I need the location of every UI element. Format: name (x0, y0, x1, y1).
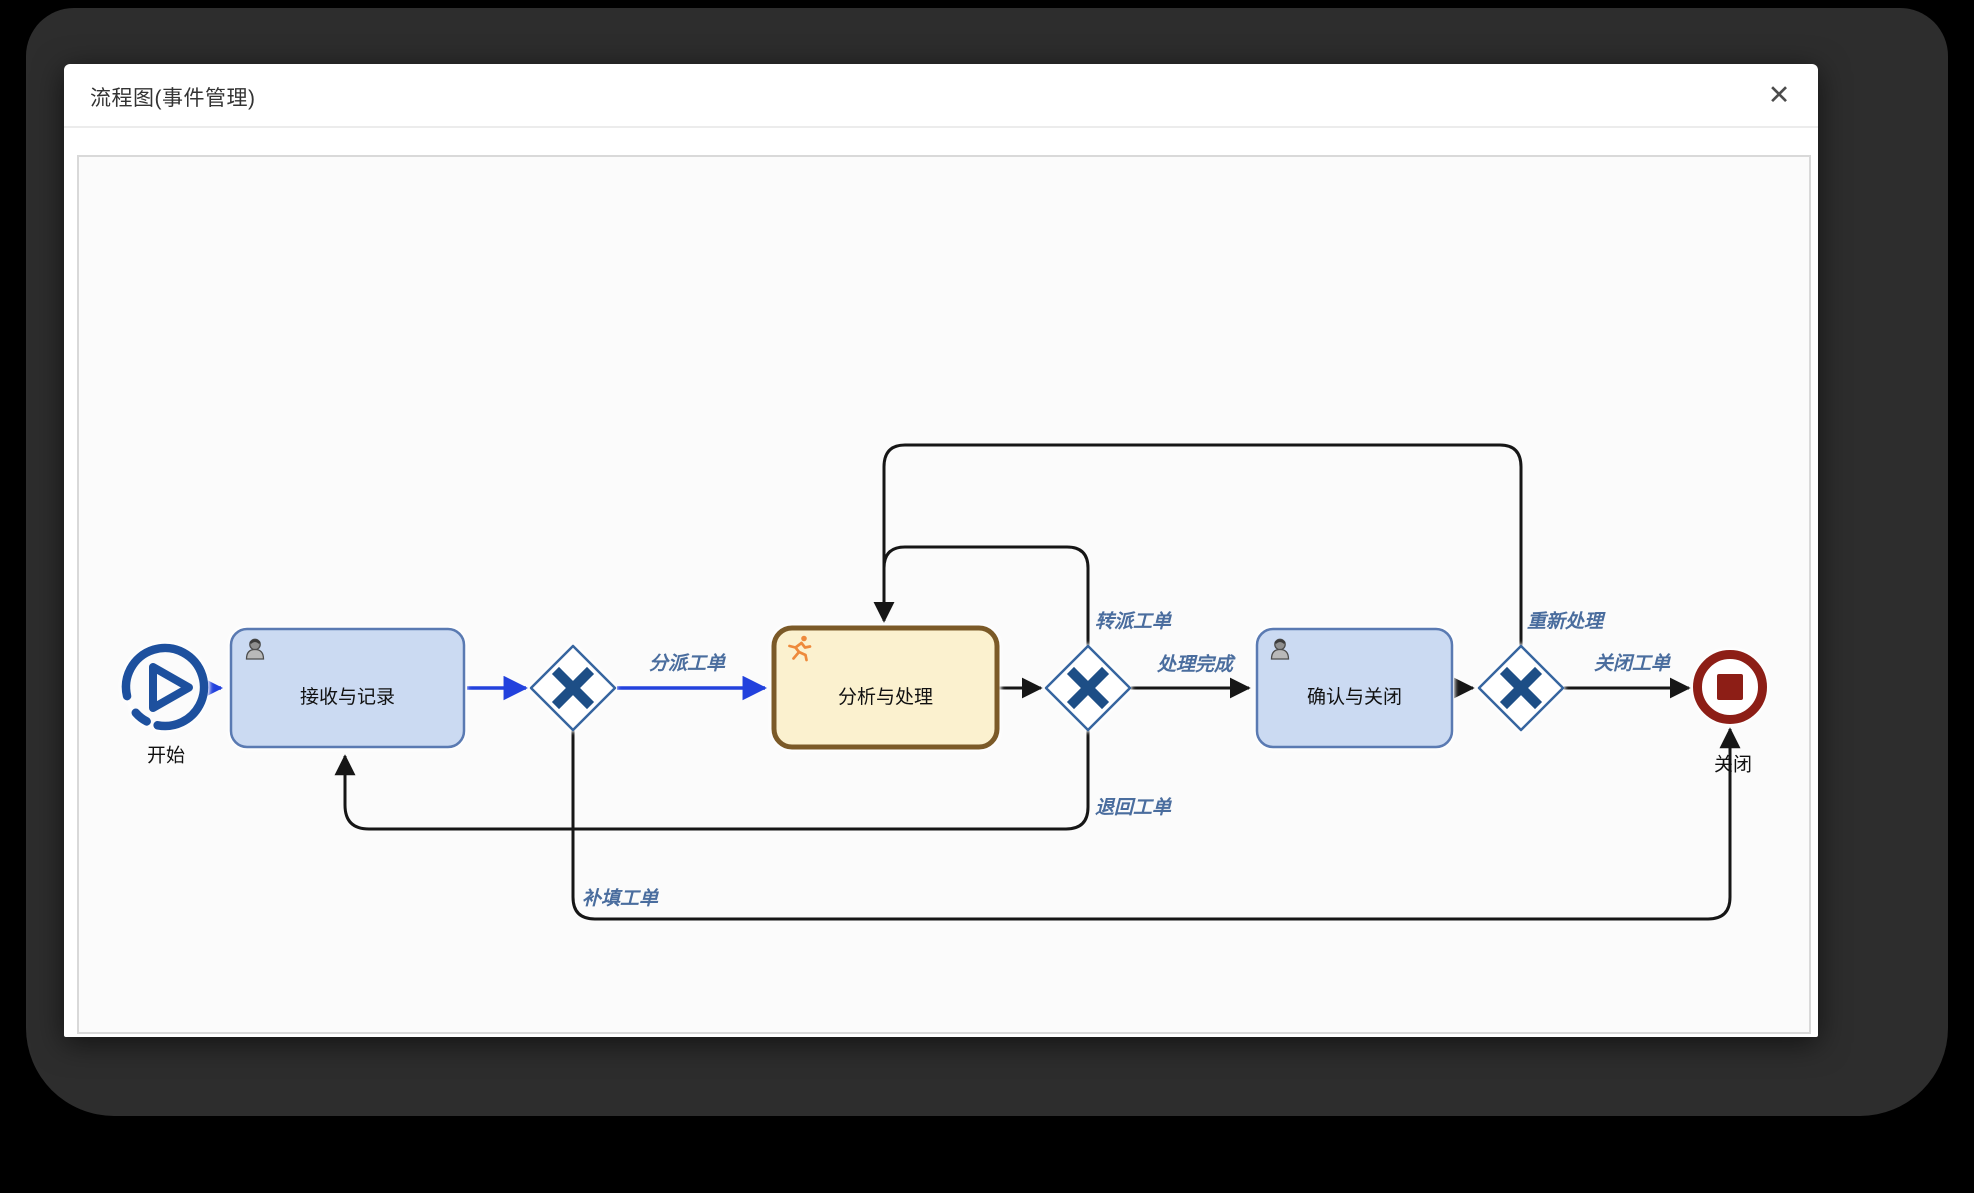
modal-header: 流程图(事件管理) ✕ (64, 64, 1818, 128)
bpmn-canvas[interactable] (77, 155, 1811, 1034)
close-icon[interactable]: ✕ (1767, 79, 1791, 110)
modal-title: 流程图(事件管理) (90, 87, 256, 110)
flow-diagram-modal: 流程图(事件管理) ✕ (64, 64, 1818, 1037)
